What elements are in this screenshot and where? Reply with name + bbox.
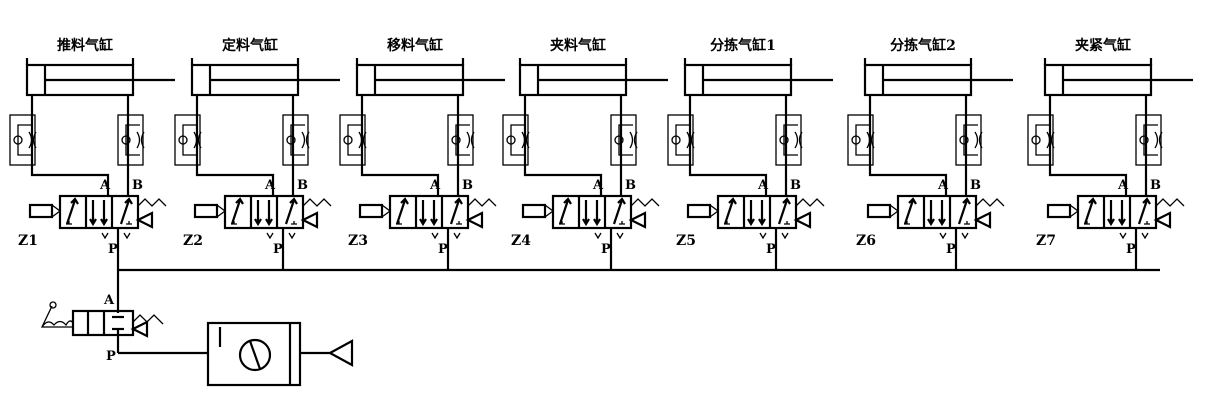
cylinder-label: 分拣气缸1 — [710, 37, 776, 54]
spring-icon — [467, 198, 497, 207]
throttle-valve-right — [610, 114, 638, 166]
valve-id-label: Z1 — [18, 233, 38, 249]
solenoid-icon — [686, 203, 712, 219]
solenoid-valve[interactable] — [521, 194, 660, 240]
cylinder-label: 夹紧气缸 — [1075, 37, 1131, 54]
port-p-label: P — [273, 242, 283, 257]
solenoid-valve[interactable] — [1046, 194, 1185, 240]
throttle-valve-left — [847, 114, 875, 166]
exhaust-icon — [1153, 211, 1172, 229]
cylinder — [518, 58, 668, 97]
cylinder-unit: 定料气缸 A B P Z2 — [174, 37, 340, 270]
spring-icon — [302, 198, 332, 207]
valve-id-label: Z5 — [676, 233, 696, 249]
spring-icon — [137, 198, 167, 207]
cylinder — [683, 58, 833, 97]
air-filter-regulator — [206, 321, 354, 387]
port-a-label: A — [429, 178, 441, 193]
throttle-valve-left — [1027, 114, 1055, 166]
throttle-valve-left — [667, 114, 695, 166]
throttle-valve-left — [174, 114, 202, 166]
throttle-valve-right — [955, 114, 983, 166]
cylinder-label: 夹料气缸 — [550, 37, 606, 54]
valve-id-label: Z3 — [348, 233, 368, 249]
throttle-valve-right — [775, 114, 803, 166]
cylinder-label: 分拣气缸2 — [890, 37, 956, 54]
throttle-valve-left — [9, 114, 37, 166]
lever-icon[interactable] — [40, 305, 74, 328]
solenoid-valve[interactable] — [28, 194, 167, 240]
exhaust-icon — [300, 211, 319, 229]
air-source-icon — [327, 339, 354, 367]
cylinder-unit: 夹料气缸 A B P Z4 — [502, 37, 668, 270]
throttle-valve-left — [339, 114, 367, 166]
spring-icon — [975, 198, 1005, 207]
spring-icon — [795, 198, 825, 207]
cylinder-label: 移料气缸 — [387, 37, 443, 54]
spring-icon — [1155, 198, 1185, 207]
port-b-label: B — [970, 178, 981, 193]
port-b-label: B — [1150, 178, 1161, 193]
exhaust-icon — [793, 211, 812, 229]
gauge-icon — [238, 338, 272, 372]
solenoid-icon — [358, 203, 384, 219]
exhaust-icon — [465, 211, 484, 229]
solenoid-icon — [1046, 203, 1072, 219]
cylinder-label: 定料气缸 — [222, 37, 278, 54]
valve-id-label: Z4 — [511, 233, 531, 249]
port-b-label: B — [297, 178, 308, 193]
solenoid-valve[interactable] — [686, 194, 825, 240]
port-b-label: B — [462, 178, 473, 193]
spring-icon — [630, 198, 660, 207]
valve-id-label: Z2 — [183, 233, 203, 249]
manual-valve: A P — [40, 270, 208, 364]
port-p-label: P — [766, 242, 776, 257]
port-p-label: P — [601, 242, 611, 257]
port-b-label: B — [132, 178, 143, 193]
throttle-valve-right — [117, 114, 145, 166]
throttle-valve-left — [502, 114, 530, 166]
solenoid-valve[interactable] — [193, 194, 332, 240]
exhaust-icon — [130, 320, 149, 338]
cylinder-unit: 夹紧气缸 A B P Z7 — [1027, 37, 1193, 270]
cylinder — [25, 58, 175, 97]
cylinder-unit: 推料气缸 A B P Z1 — [9, 37, 175, 270]
manual-valve-port-p: P — [106, 349, 116, 364]
cylinder-unit: 移料气缸 A B P Z3 — [339, 37, 505, 270]
exhaust-icon — [135, 211, 154, 229]
throttle-valve-right — [282, 114, 310, 166]
manual-valve-port-a: A — [103, 293, 115, 308]
port-a-label: A — [757, 178, 769, 193]
valve-id-label: Z6 — [856, 233, 876, 249]
exhaust-icon — [628, 211, 647, 229]
solenoid-valve[interactable] — [866, 194, 1005, 240]
valve-id-label: Z7 — [1036, 233, 1056, 249]
port-a-label: A — [99, 178, 111, 193]
port-p-label: P — [438, 242, 448, 257]
cylinder — [1043, 58, 1193, 97]
cylinder-label: 推料气缸 — [57, 37, 113, 54]
solenoid-valve[interactable] — [358, 194, 497, 240]
port-a-label: A — [264, 178, 276, 193]
solenoid-icon — [521, 203, 547, 219]
solenoid-icon — [193, 203, 219, 219]
solenoid-icon — [28, 203, 54, 219]
port-a-label: A — [1117, 178, 1129, 193]
port-a-label: A — [592, 178, 604, 193]
port-b-label: B — [790, 178, 801, 193]
port-b-label: B — [625, 178, 636, 193]
throttle-valve-right — [447, 114, 475, 166]
solenoid-icon — [866, 203, 892, 219]
cylinder — [355, 58, 505, 97]
port-a-label: A — [937, 178, 949, 193]
port-p-label: P — [946, 242, 956, 257]
cylinder — [190, 58, 340, 97]
port-p-label: P — [108, 242, 118, 257]
cylinder — [863, 58, 1013, 97]
exhaust-icon — [973, 211, 992, 229]
port-p-label: P — [1126, 242, 1136, 257]
throttle-valve-right — [1135, 114, 1163, 166]
